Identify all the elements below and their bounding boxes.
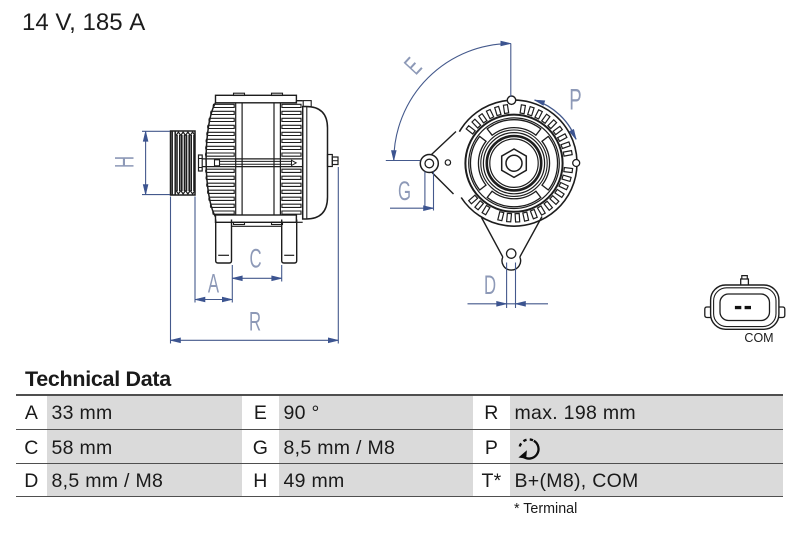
svg-text:G: G bbox=[398, 176, 411, 206]
svg-text:P: P bbox=[569, 83, 581, 117]
svg-text:E: E bbox=[398, 52, 427, 80]
svg-text:H: H bbox=[109, 156, 139, 168]
svg-text:A: A bbox=[208, 268, 219, 298]
svg-text:C: C bbox=[249, 243, 261, 273]
svg-text:R: R bbox=[249, 306, 261, 336]
svg-text:D: D bbox=[484, 270, 496, 300]
